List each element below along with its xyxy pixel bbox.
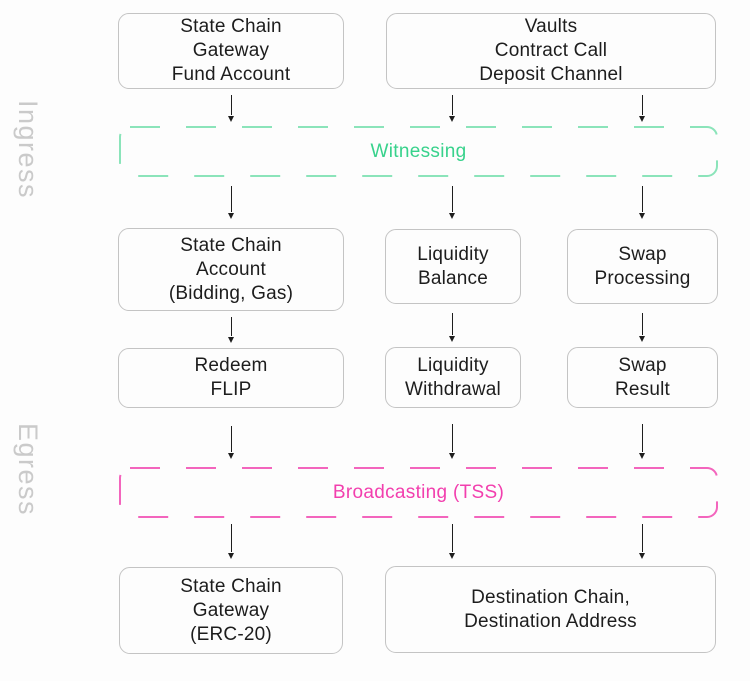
flow-arrow-witnessing-to-liquidity-balance xyxy=(449,186,455,219)
node-liquidity-withdrawal: Liquidity Withdrawal xyxy=(385,347,521,408)
flow-arrow-processing-to-result xyxy=(639,313,645,342)
broadcasting-label: Broadcasting (TSS) xyxy=(332,482,505,503)
flow-arrow-vaults-to-witnessing-right xyxy=(639,95,645,122)
flow-arrow-withdrawal-to-broadcasting xyxy=(449,424,455,459)
node-state-chain-gateway-erc20: State Chain Gateway (ERC-20) xyxy=(119,567,343,654)
witnessing-dashed-border xyxy=(119,126,718,177)
node-vaults-contract-call-deposit-channel: Vaults Contract Call Deposit Channel xyxy=(386,13,716,89)
flow-arrow-result-to-broadcasting xyxy=(639,424,645,459)
flow-arrow-witnessing-to-swap-processing xyxy=(639,186,645,219)
node-swap-result: Swap Result xyxy=(567,347,718,408)
broadcasting-dashed-border xyxy=(119,467,718,518)
node-destination-chain-address: Destination Chain, Destination Address xyxy=(385,566,716,653)
flow-arrow-broadcasting-to-gateway-erc20 xyxy=(228,524,234,559)
egress-label: Egress xyxy=(13,423,43,517)
ingress-label: Ingress xyxy=(13,100,43,200)
node-liquidity-balance: Liquidity Balance xyxy=(385,229,521,304)
node-swap-processing: Swap Processing xyxy=(567,229,718,304)
node-state-chain-account: State Chain Account (Bidding, Gas) xyxy=(118,228,344,311)
flow-arrow-broadcasting-to-destination-right xyxy=(639,524,645,559)
flow-arrow-broadcasting-to-destination-left xyxy=(449,524,455,559)
flow-arrow-fund-to-witnessing xyxy=(228,95,234,122)
node-state-chain-gateway-fund-account: State Chain Gateway Fund Account xyxy=(118,13,344,89)
flow-arrow-redeem-to-broadcasting xyxy=(228,426,234,459)
flow-arrow-account-to-redeem-flip xyxy=(228,317,234,343)
witnessing-band: Witnessing xyxy=(119,126,718,177)
witnessing-label: Witnessing xyxy=(370,141,467,162)
broadcasting-band: Broadcasting (TSS) xyxy=(119,467,718,518)
flow-arrow-vaults-to-witnessing-left xyxy=(449,95,455,122)
flow-arrow-balance-to-withdrawal xyxy=(449,313,455,342)
node-redeem-flip: Redeem FLIP xyxy=(118,348,344,408)
flow-arrow-witnessing-to-account xyxy=(228,186,234,219)
